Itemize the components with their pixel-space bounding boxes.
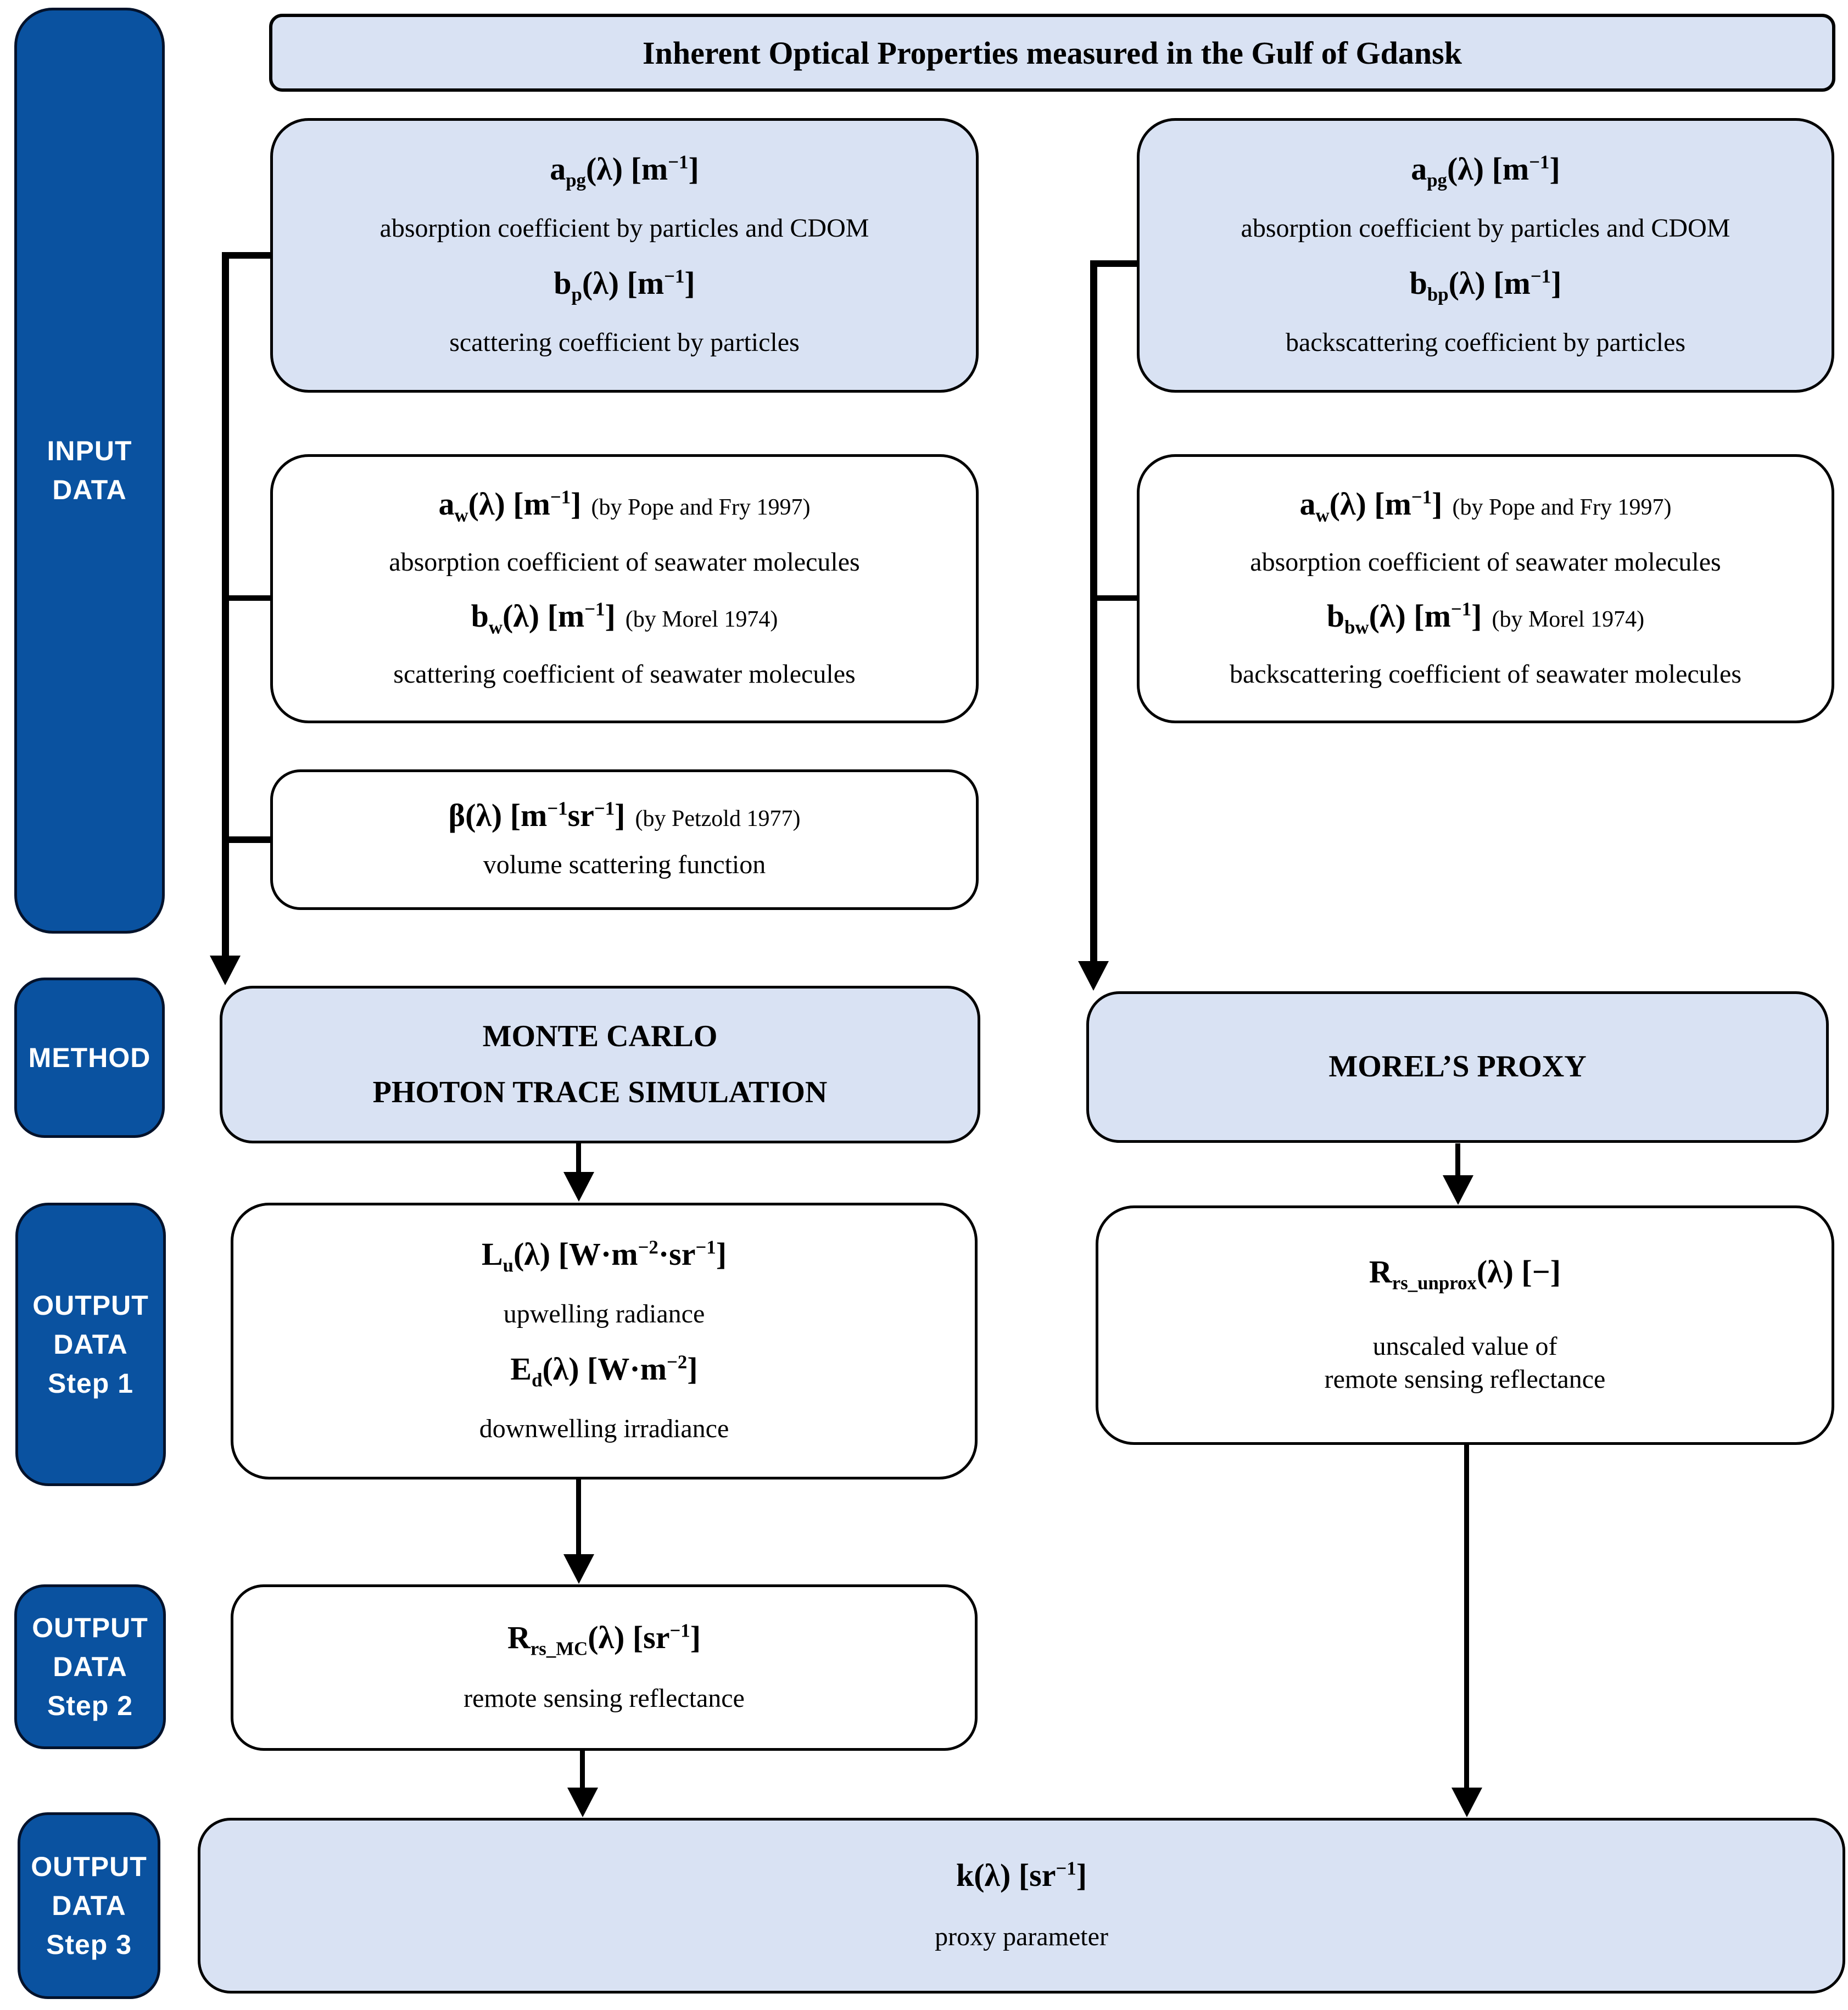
input-right-iop-box: apg(λ) [m−1] absorption coefficient by p… bbox=[1137, 118, 1834, 393]
apg-description: absorption coefficient by particles and … bbox=[379, 213, 869, 243]
left-bracket-stub-vsf bbox=[222, 836, 272, 843]
output-step3-box: k(λ) [sr−1] proxy parameter bbox=[198, 1818, 1845, 1994]
bbw-formula: bbw(λ) [m−1] bbox=[1326, 598, 1482, 638]
apg-right-description: absorption coefficient by particles and … bbox=[1241, 213, 1730, 243]
sidebar-input-line: DATA bbox=[52, 474, 127, 505]
sidebar-output1-line: Step 1 bbox=[47, 1367, 134, 1399]
right-bracket-line bbox=[1090, 260, 1097, 962]
sidebar-input-line: INPUT bbox=[47, 436, 132, 466]
arrow-output1-to-step3 bbox=[1464, 1445, 1469, 1789]
beta-formula: β(λ) [m−1sr−1] bbox=[448, 797, 626, 833]
bw-reference-note: (by Morel 1974) bbox=[625, 607, 778, 632]
bw-formula: bw(λ) [m−1] bbox=[471, 598, 616, 638]
arrow-montecarlo-to-output1 bbox=[576, 1143, 581, 1174]
bw-description: scattering coefficient of seawater molec… bbox=[393, 659, 856, 689]
rrs-mc-description: remote sensing reflectance bbox=[464, 1684, 745, 1713]
sidebar-output-step3: OUTPUT DATA Step 3 bbox=[18, 1812, 160, 1999]
right-bracket-stub-seawater bbox=[1090, 595, 1138, 601]
apg-formula: apg(λ) [m−1] bbox=[550, 151, 699, 191]
left-bracket-stub-iop bbox=[222, 252, 272, 259]
beta-reference-note: (by Petzold 1977) bbox=[635, 806, 801, 831]
bp-description: scattering coefficient by particles bbox=[449, 327, 800, 357]
sidebar-output-step2: OUTPUT DATA Step 2 bbox=[14, 1584, 166, 1749]
k-description: proxy parameter bbox=[935, 1922, 1108, 1951]
sidebar-output2-line: OUTPUT bbox=[32, 1612, 148, 1643]
sidebar-output-step1: OUTPUT DATA Step 1 bbox=[15, 1203, 166, 1486]
left-bracket-line bbox=[222, 252, 229, 957]
ed-formula: Ed(λ) [W·m−2] bbox=[510, 1351, 698, 1391]
right-bracket-arrowhead bbox=[1078, 961, 1109, 991]
k-formula: k(λ) [sr−1] bbox=[956, 1857, 1087, 1894]
arrow-morel-to-output1 bbox=[1455, 1143, 1460, 1176]
rrs-unprox-description-line: remote sensing reflectance bbox=[1324, 1364, 1606, 1394]
aw-right-formula: aw(λ) [m−1] bbox=[1299, 486, 1443, 526]
output-right-step1-box: Rrs_unprox(λ) [−] unscaled value of remo… bbox=[1096, 1205, 1834, 1445]
sidebar-output3-line: OUTPUT bbox=[31, 1851, 147, 1882]
left-bracket-stub-seawater bbox=[222, 595, 272, 601]
method-morel-proxy-box: MOREL’S PROXY bbox=[1086, 991, 1829, 1143]
rrs-unprox-formula: Rrs_unprox(λ) [−] bbox=[1369, 1254, 1561, 1294]
bbw-reference-note: (by Morel 1974) bbox=[1492, 607, 1645, 632]
bbw-description: backscattering coefficient of seawater m… bbox=[1230, 659, 1741, 689]
aw-formula: aw(λ) [m−1] bbox=[438, 486, 582, 526]
aw-right-description: absorption coefficient of seawater molec… bbox=[1250, 547, 1721, 577]
output-left-step1-box: Lu(λ) [W·m−2·sr−1] upwelling radiance Ed… bbox=[231, 1203, 978, 1479]
left-bracket-arrowhead bbox=[210, 956, 241, 985]
lu-description: upwelling radiance bbox=[503, 1299, 705, 1328]
right-bracket-stub-iop bbox=[1090, 260, 1138, 267]
input-left-iop-box: apg(λ) [m−1] absorption coefficient by p… bbox=[270, 118, 979, 393]
arrow-montecarlo-to-output1-head bbox=[563, 1172, 594, 1202]
header-title: Inherent Optical Properties measured in … bbox=[643, 35, 1462, 71]
bp-formula: bp(λ) [m−1] bbox=[554, 265, 695, 305]
arrow-output1-to-output2 bbox=[576, 1479, 581, 1555]
method-monte-carlo-box: MONTE CARLO PHOTON TRACE SIMULATION bbox=[220, 986, 980, 1143]
header-title-box: Inherent Optical Properties measured in … bbox=[269, 14, 1835, 92]
input-right-seawater-box: aw(λ) [m−1] (by Pope and Fry 1997) absor… bbox=[1137, 454, 1834, 723]
sidebar-output3-line: DATA bbox=[52, 1890, 126, 1921]
arrow-output2-to-step3 bbox=[580, 1751, 585, 1789]
aw-right-reference-note: (by Pope and Fry 1997) bbox=[1452, 495, 1672, 521]
arrow-output1-to-step3-head bbox=[1451, 1788, 1482, 1817]
rrs-unprox-description-line: unscaled value of bbox=[1372, 1331, 1557, 1361]
bbp-formula: bbp(λ) [m−1] bbox=[1409, 265, 1562, 305]
lu-formula: Lu(λ) [W·m−2·sr−1] bbox=[481, 1236, 727, 1276]
input-left-vsf-box: β(λ) [m−1sr−1] (by Petzold 1977) volume … bbox=[270, 769, 979, 910]
output-left-step2-box: Rrs_MC(λ) [sr−1] remote sensing reflecta… bbox=[231, 1584, 978, 1751]
sidebar-output3-line: Step 3 bbox=[46, 1929, 132, 1960]
input-left-seawater-box: aw(λ) [m−1] (by Pope and Fry 1997) absor… bbox=[270, 454, 979, 723]
arrow-morel-to-output1-head bbox=[1443, 1175, 1473, 1205]
sidebar-output2-line: DATA bbox=[53, 1651, 127, 1682]
arrow-output1-to-output2-head bbox=[563, 1554, 594, 1584]
sidebar-method: METHOD bbox=[14, 978, 165, 1138]
monte-carlo-line: PHOTON TRACE SIMULATION bbox=[372, 1075, 828, 1110]
aw-reference-note: (by Pope and Fry 1997) bbox=[591, 495, 811, 521]
apg-right-formula: apg(λ) [m−1] bbox=[1411, 151, 1560, 191]
ed-description: downwelling irradiance bbox=[479, 1414, 729, 1444]
sidebar-input-data: INPUT DATA bbox=[14, 8, 165, 934]
aw-description: absorption coefficient of seawater molec… bbox=[389, 547, 860, 577]
morel-proxy-line: MOREL’S PROXY bbox=[1328, 1049, 1587, 1084]
arrow-output2-to-step3-head bbox=[567, 1788, 598, 1817]
bbp-description: backscattering coefficient by particles bbox=[1285, 327, 1686, 357]
sidebar-output2-line: Step 2 bbox=[47, 1690, 133, 1721]
sidebar-output1-line: OUTPUT bbox=[32, 1289, 149, 1321]
sidebar-method-line: METHOD bbox=[28, 1042, 151, 1073]
sidebar-output1-line: DATA bbox=[53, 1328, 128, 1360]
rrs-mc-formula: Rrs_MC(λ) [sr−1] bbox=[507, 1619, 701, 1660]
monte-carlo-line: MONTE CARLO bbox=[482, 1019, 718, 1053]
beta-description: volume scattering function bbox=[483, 850, 766, 880]
